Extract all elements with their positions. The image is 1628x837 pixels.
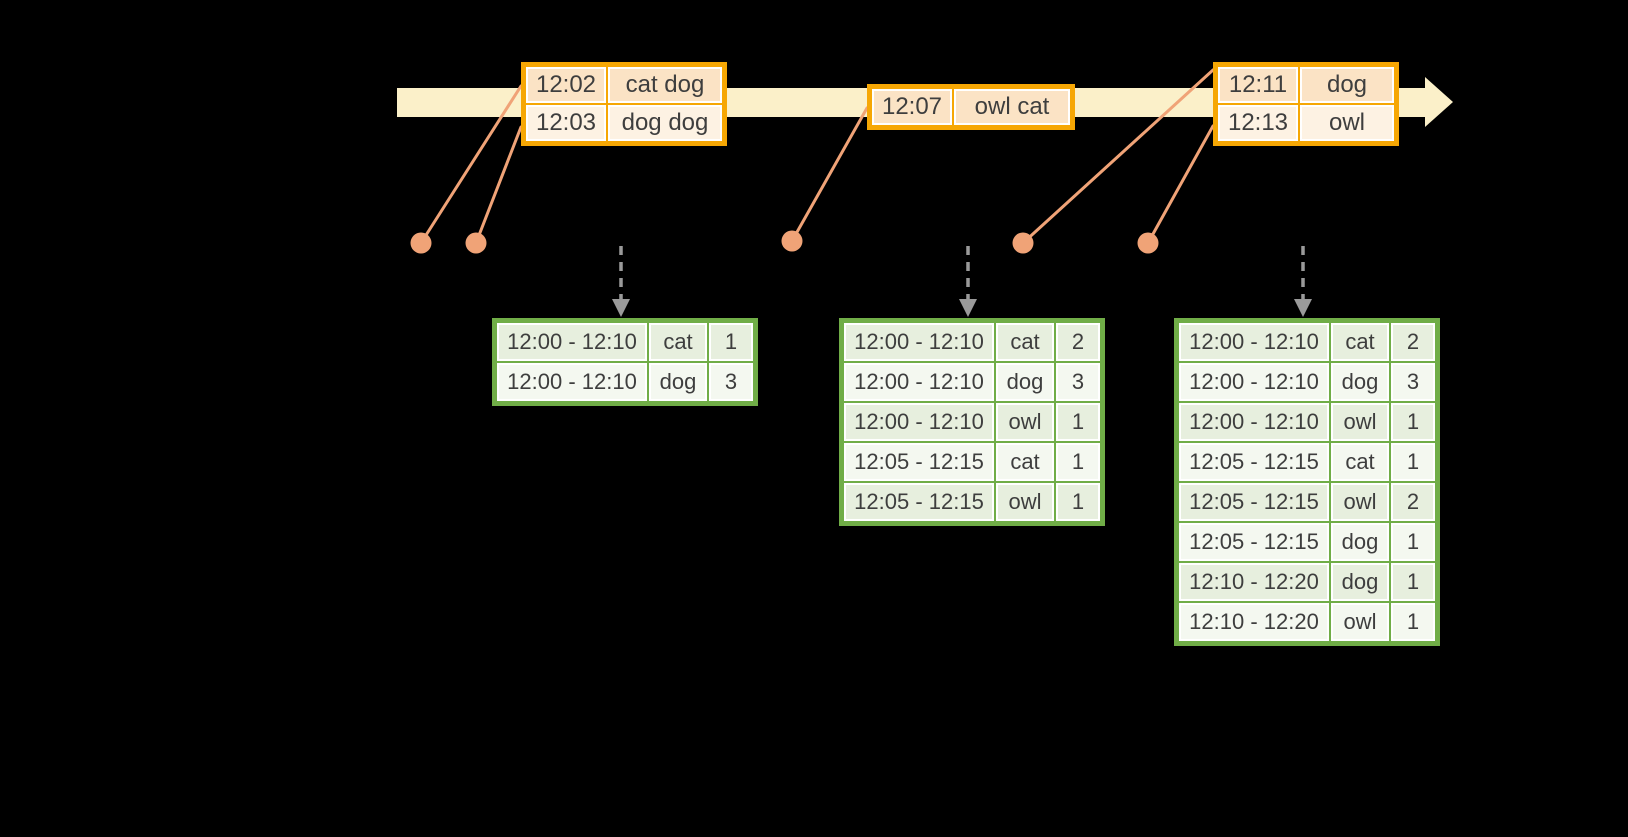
cell-count: 1: [1391, 523, 1435, 561]
event-connector-line: [790, 106, 869, 243]
cell-count: 2: [1391, 323, 1435, 361]
cell-count: 2: [1391, 483, 1435, 521]
cell-time: 12:02: [526, 67, 606, 103]
cell-word: cat: [1331, 443, 1389, 481]
trigger-arrow: [612, 246, 630, 317]
cell-word: cat: [996, 443, 1054, 481]
event-dot: [410, 232, 432, 254]
cell-time: 12:07: [872, 89, 952, 125]
cell-window: 12:00 - 12:10: [1179, 403, 1329, 441]
event-connector-line: [1146, 124, 1215, 245]
cell-words: owl: [1300, 105, 1394, 141]
cell-window: 12:00 - 12:10: [844, 403, 994, 441]
cell-word: owl: [996, 483, 1054, 521]
cell-window: 12:05 - 12:15: [844, 483, 994, 521]
cell-window: 12:10 - 12:20: [1179, 603, 1329, 641]
cell-count: 3: [1391, 363, 1435, 401]
cell-word: owl: [1331, 403, 1389, 441]
event-dot: [1012, 232, 1034, 254]
cell-window: 12:00 - 12:10: [1179, 323, 1329, 361]
event-connector-line: [474, 125, 523, 245]
cell-count: 1: [1391, 403, 1435, 441]
cell-count: 1: [709, 323, 753, 361]
cell-word: owl: [1331, 483, 1389, 521]
trigger-arrowhead-icon: [612, 299, 630, 317]
cell-count: 1: [1391, 443, 1435, 481]
cell-count: 1: [1056, 483, 1100, 521]
cell-count: 1: [1056, 443, 1100, 481]
cell-count: 2: [1056, 323, 1100, 361]
cell-window: 12:00 - 12:10: [497, 363, 647, 401]
cell-window: 12:05 - 12:15: [1179, 523, 1329, 561]
cell-word: cat: [1331, 323, 1389, 361]
cell-words: owl cat: [954, 89, 1070, 125]
cell-window: 12:00 - 12:10: [844, 363, 994, 401]
cell-count: 1: [1391, 563, 1435, 601]
event-dot: [465, 232, 487, 254]
cell-word: cat: [649, 323, 707, 361]
event-connector-line: [419, 84, 523, 245]
trigger-arrowhead-icon: [959, 299, 977, 317]
cell-word: owl: [1331, 603, 1389, 641]
cell-window: 12:05 - 12:15: [1179, 443, 1329, 481]
cell-time: 12:03: [526, 105, 606, 141]
cell-count: 1: [1056, 403, 1100, 441]
cell-time: 12:11: [1218, 67, 1298, 103]
cell-words: dog: [1300, 67, 1394, 103]
cell-window: 12:00 - 12:10: [1179, 363, 1329, 401]
cell-words: dog dog: [608, 105, 722, 141]
trigger-arrow: [959, 246, 977, 317]
cell-words: cat dog: [608, 67, 722, 103]
event-dot: [781, 230, 803, 252]
trigger-arrowhead-icon: [1294, 299, 1312, 317]
cell-count: 3: [1056, 363, 1100, 401]
cell-window: 12:05 - 12:15: [844, 443, 994, 481]
cell-window: 12:10 - 12:20: [1179, 563, 1329, 601]
cell-word: dog: [1331, 363, 1389, 401]
cell-count: 1: [1391, 603, 1435, 641]
cell-count: 3: [709, 363, 753, 401]
cell-word: cat: [996, 323, 1054, 361]
cell-word: dog: [996, 363, 1054, 401]
timeline-arrowhead-icon: [1425, 77, 1453, 127]
event-connector-line: [1021, 68, 1215, 245]
cell-window: 12:05 - 12:15: [1179, 483, 1329, 521]
cell-window: 12:00 - 12:10: [497, 323, 647, 361]
cell-word: dog: [649, 363, 707, 401]
cell-word: dog: [1331, 563, 1389, 601]
cell-word: owl: [996, 403, 1054, 441]
cell-time: 12:13: [1218, 105, 1298, 141]
trigger-arrow: [1294, 246, 1312, 317]
event-dot: [1137, 232, 1159, 254]
cell-window: 12:00 - 12:10: [844, 323, 994, 361]
cell-word: dog: [1331, 523, 1389, 561]
